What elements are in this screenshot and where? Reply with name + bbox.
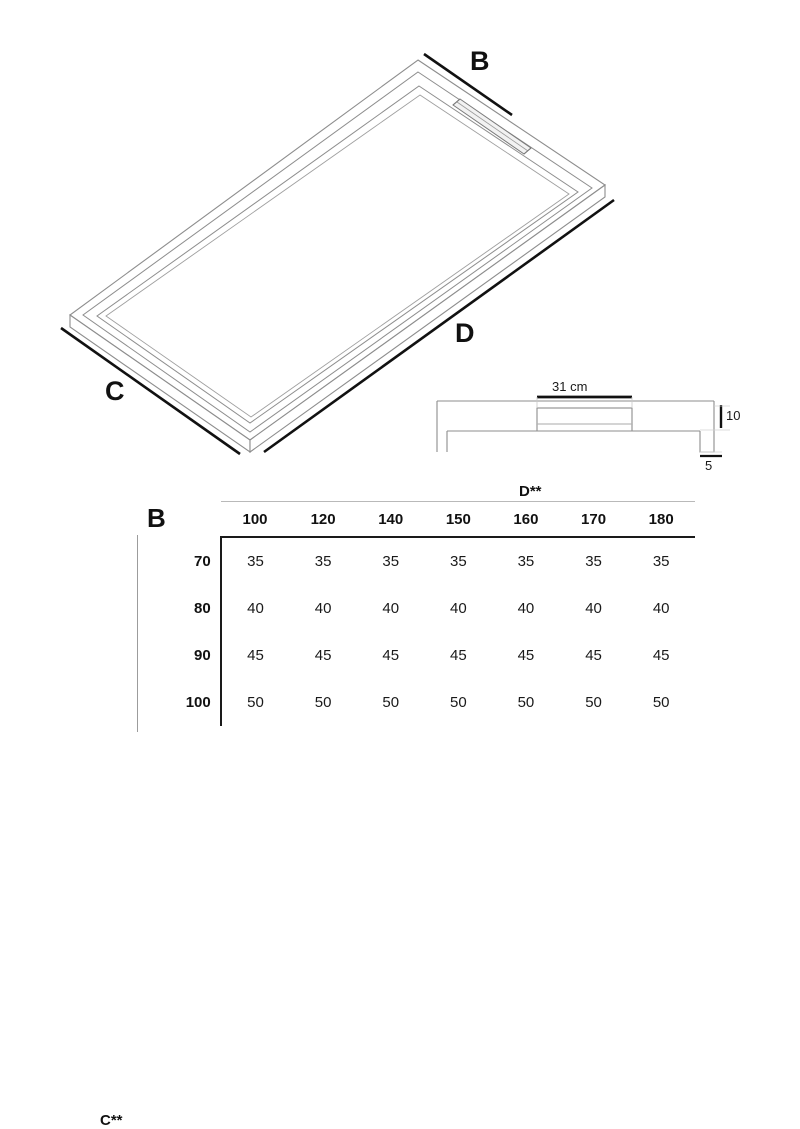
table-cell: 50 <box>247 694 264 711</box>
dimension-line-c <box>60 326 241 456</box>
section-right-foot <box>699 401 715 453</box>
table-cell: 35 <box>314 553 332 570</box>
table-cell: 40 <box>585 600 602 617</box>
section-grate-block <box>536 407 633 425</box>
table-cell: 35 <box>247 553 264 570</box>
table-row: 70 35 35 35 35 35 35 35 <box>155 537 695 585</box>
tray-basin-outline <box>96 85 579 424</box>
section-base-label: 5 <box>705 458 713 473</box>
drawing-canvas <box>60 52 730 458</box>
table-column-header: 100 <box>220 501 290 538</box>
tray-rim-outline <box>82 71 593 433</box>
table-row-header: 70 <box>155 537 222 585</box>
table-column-header: 180 <box>627 501 695 538</box>
dimension-line-b <box>423 52 513 117</box>
table-cell: 50 <box>449 694 467 711</box>
table-header-row: 100 120 140 150 160 170 180 <box>155 501 695 538</box>
table-cell: 50 <box>314 694 332 711</box>
specification-table: C** D** B 100 120 140 150 160 170 180 7 <box>95 483 695 1128</box>
table-cell: 45 <box>652 647 670 664</box>
table-row-header: 80 <box>155 585 222 632</box>
dimension-label-b: B <box>470 46 490 76</box>
table-cell: 40 <box>449 600 467 617</box>
section-side-view <box>436 395 730 458</box>
table-column-header: 120 <box>289 501 357 538</box>
table-cell: 45 <box>247 647 264 664</box>
table-row-header: 90 <box>155 632 222 679</box>
table-cell: 45 <box>314 647 332 664</box>
table-row: 80 40 40 40 40 40 40 40 <box>155 585 695 632</box>
table-cell: 35 <box>652 553 670 570</box>
table-cell: 35 <box>449 553 467 570</box>
table-cell: 45 <box>585 647 602 664</box>
table-cell: 40 <box>314 600 332 617</box>
table-corner-label: B <box>147 503 166 533</box>
section-width-label: 31 cm <box>552 379 588 394</box>
table-cell: 35 <box>585 553 602 570</box>
table-row: 90 45 45 45 45 45 45 45 <box>155 632 695 679</box>
tray-slab-edge-right <box>249 183 606 454</box>
table-column-axis-label: D** <box>519 483 542 500</box>
table-column-header: 160 <box>492 501 560 538</box>
table-cell: 40 <box>517 600 535 617</box>
tray-basin-floor <box>105 94 570 418</box>
drain-channel-cap-start <box>452 98 461 106</box>
table-cell: 40 <box>652 600 670 617</box>
table-row: 100 50 50 50 50 50 50 50 <box>155 679 695 726</box>
table-column-header: 170 <box>559 501 628 538</box>
table-row-header: 100 <box>155 679 222 726</box>
table-cell: 35 <box>382 553 400 570</box>
table-cell: 40 <box>247 600 264 617</box>
dimension-label-c: C <box>105 376 125 406</box>
table-cell: 45 <box>449 647 467 664</box>
dimension-matrix: 100 120 140 150 160 170 180 70 35 35 35 … <box>155 501 695 726</box>
table-cell: 35 <box>517 553 535 570</box>
table-column-header: 140 <box>356 501 425 538</box>
table-row-axis-label: C** <box>100 1112 123 1129</box>
table-cell: 45 <box>517 647 535 664</box>
table-cell: 50 <box>652 694 670 711</box>
dimension-line-d <box>263 198 615 454</box>
table-column-header: 150 <box>424 501 493 538</box>
table-cell: 50 <box>382 694 400 711</box>
dimension-label-d: D <box>455 318 475 348</box>
table-header-corner-cell <box>155 502 221 538</box>
table-cell: 50 <box>585 694 602 711</box>
table-left-rule <box>137 535 138 732</box>
drain-channel-cap-end <box>523 147 532 155</box>
table-cell: 45 <box>382 647 400 664</box>
section-height-label: 10 <box>726 408 741 423</box>
isometric-tray-view <box>60 52 615 456</box>
technical-drawing-sheet: B D C 31 cm 10 5 C** D** B 100 120 140 1… <box>60 46 741 1128</box>
table-cell: 50 <box>517 694 535 711</box>
table-cell: 40 <box>382 600 400 617</box>
drain-grate-line <box>456 101 529 152</box>
